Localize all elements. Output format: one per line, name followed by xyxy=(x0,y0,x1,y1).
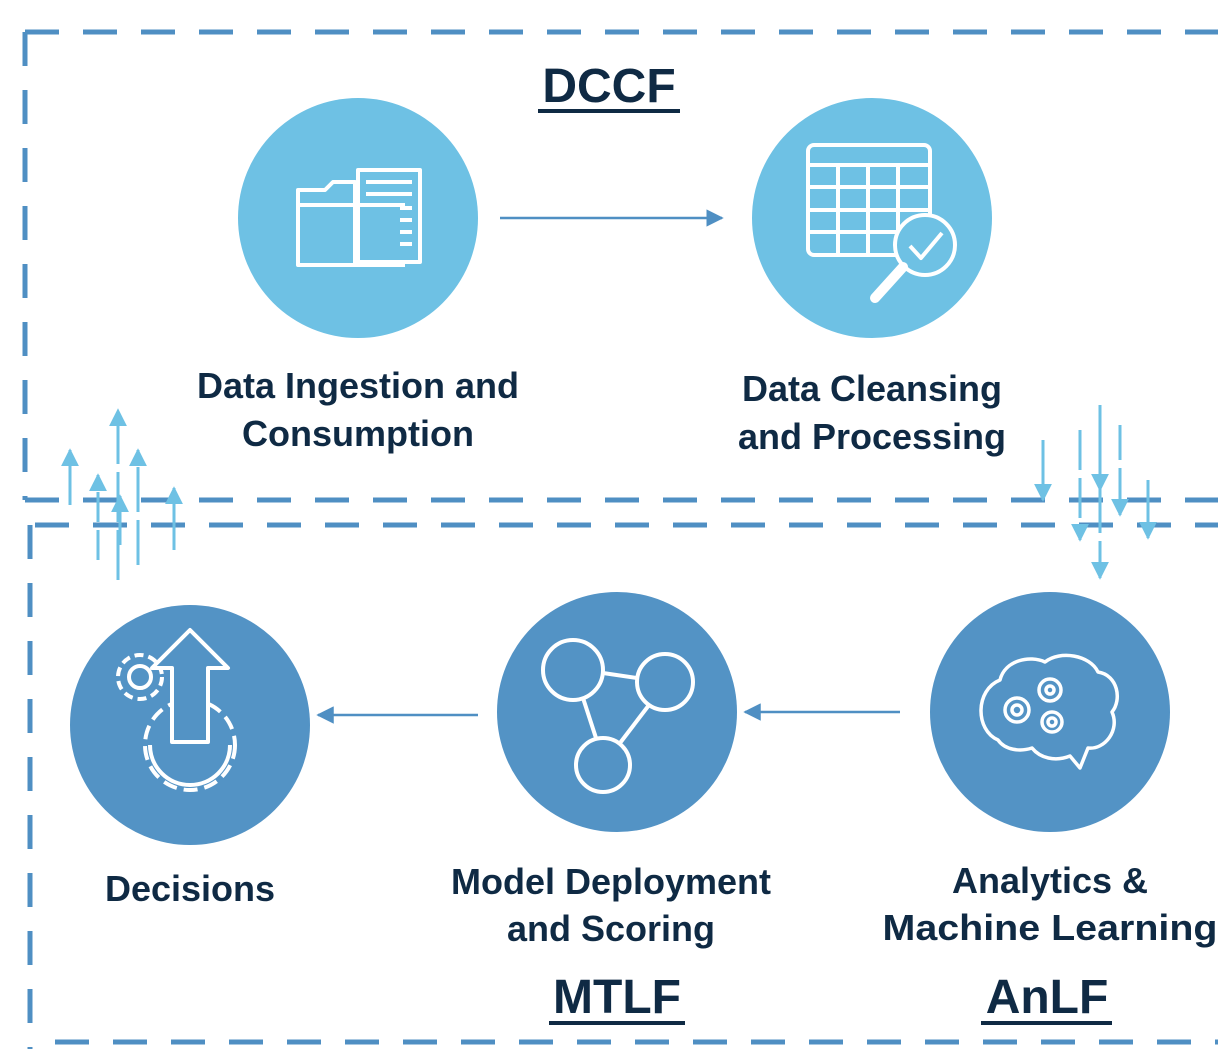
node-analytics xyxy=(930,592,1170,832)
node-decisions xyxy=(70,605,310,845)
deployment-label-line1: Model Deployment xyxy=(451,861,771,902)
lower-region-border xyxy=(27,522,1218,1049)
analytics-label-line2: Machine Learning xyxy=(883,907,1218,948)
dccf-region-border xyxy=(22,29,1218,503)
cleansing-label-line2: and Processing xyxy=(738,416,1006,457)
node-deployment xyxy=(497,592,737,832)
cleansing-label-line1: Data Cleansing xyxy=(742,368,1002,409)
ingestion-label-line1: Data Ingestion and xyxy=(197,365,519,406)
section-title-mtlf: MTLF xyxy=(553,971,681,1024)
deployment-label-line2: and Scoring xyxy=(507,908,715,949)
upward-arrows xyxy=(61,408,183,580)
downward-arrows xyxy=(1034,405,1157,580)
brain-gears-icon xyxy=(979,653,1119,770)
ingestion-label-line2: Consumption xyxy=(242,413,474,454)
node-cleansing xyxy=(752,98,992,338)
analytics-label-line1: Analytics & xyxy=(952,860,1148,901)
node-ingestion xyxy=(238,98,478,338)
graph-nodes-icon xyxy=(541,638,695,794)
section-title-dccf: DCCF xyxy=(542,60,675,113)
decisions-label: Decisions xyxy=(105,868,275,909)
table-magnifier-check-icon xyxy=(806,143,957,303)
folder-documents-icon xyxy=(296,168,422,267)
section-title-anlf: AnLF xyxy=(986,971,1109,1024)
gears-up-arrow-icon xyxy=(116,628,237,792)
